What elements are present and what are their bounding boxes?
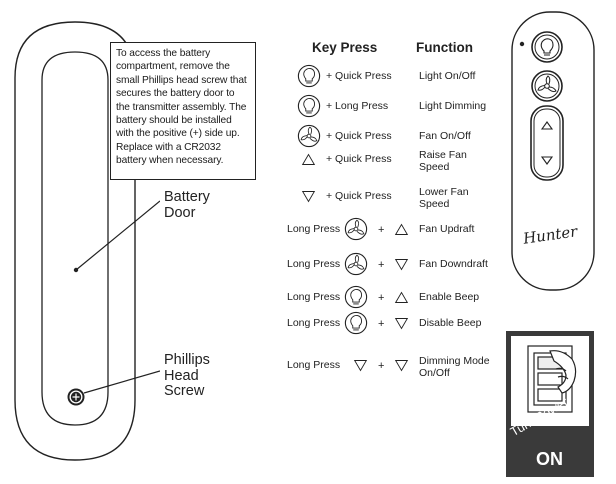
phillips-screw-label: Phillips Head Screw bbox=[164, 352, 210, 399]
turn-power-on-badge: Turn Power ON bbox=[506, 331, 594, 477]
up-triangle-icon bbox=[301, 152, 316, 172]
plus-sign: + bbox=[378, 259, 385, 271]
light-icon bbox=[344, 311, 368, 340]
press-type: + Quick Press bbox=[326, 130, 392, 142]
press-type: + Quick Press bbox=[326, 70, 392, 82]
function-label: Fan Updraft bbox=[419, 223, 475, 235]
battery-door-label: Battery Door bbox=[164, 189, 210, 221]
battery-door-outline bbox=[41, 51, 109, 426]
up-triangle-icon bbox=[394, 290, 409, 310]
plus-sign: + bbox=[378, 292, 385, 304]
badge-on-text: ON bbox=[536, 449, 563, 469]
function-label: Disable Beep bbox=[419, 317, 482, 329]
function-label: Lower Fan Speed bbox=[419, 186, 469, 210]
light-button-icon bbox=[531, 31, 563, 63]
function-label: Dimming Mode On/Off bbox=[419, 355, 490, 379]
press-prefix: Long Press bbox=[287, 258, 341, 270]
function-label: Light Dimming bbox=[419, 100, 487, 112]
up-triangle-icon bbox=[394, 222, 409, 242]
fan-icon bbox=[344, 252, 368, 281]
press-prefix: Long Press bbox=[287, 317, 341, 329]
remote-front-outline bbox=[511, 11, 595, 291]
function-label: Light On/Off bbox=[419, 70, 476, 82]
function-label: Fan Downdraft bbox=[419, 258, 488, 270]
speed-rocker-button bbox=[530, 105, 564, 181]
press-prefix: Long Press bbox=[287, 223, 341, 235]
plus-sign: + bbox=[378, 318, 385, 330]
function-label: Enable Beep bbox=[419, 291, 480, 303]
function-label: Raise Fan Speed bbox=[419, 149, 467, 173]
battery-access-note: To access the battery compartment, remov… bbox=[110, 42, 256, 180]
function-label: Fan On/Off bbox=[419, 130, 471, 142]
down-triangle-icon bbox=[301, 189, 316, 209]
press-type: + Long Press bbox=[326, 100, 389, 112]
light-icon bbox=[297, 94, 321, 123]
fan-icon bbox=[297, 124, 321, 153]
remote-back-illustration bbox=[14, 21, 160, 461]
plus-sign: + bbox=[378, 224, 385, 236]
press-type: + Quick Press bbox=[326, 153, 392, 165]
header-key-press: Key Press bbox=[312, 40, 378, 55]
battery-door-pointer-line bbox=[75, 200, 160, 271]
fan-button-icon bbox=[531, 70, 563, 102]
remote-front-illustration bbox=[511, 11, 595, 291]
down-triangle-icon bbox=[394, 358, 409, 378]
badge-graphic bbox=[506, 331, 594, 477]
wall-switch-icon bbox=[527, 345, 577, 413]
down-triangle-icon bbox=[394, 316, 409, 336]
light-icon bbox=[344, 285, 368, 314]
header-function: Function bbox=[416, 40, 473, 55]
down-triangle-icon bbox=[353, 358, 368, 378]
screw-pointer-line bbox=[83, 370, 160, 394]
screw-icon bbox=[67, 388, 85, 406]
press-type: + Quick Press bbox=[326, 190, 392, 202]
press-prefix: Long Press bbox=[287, 359, 341, 371]
light-icon bbox=[297, 64, 321, 93]
fan-icon bbox=[344, 217, 368, 246]
plus-sign: + bbox=[378, 360, 385, 372]
remote-body-outline bbox=[14, 21, 136, 461]
down-triangle-icon bbox=[394, 257, 409, 277]
press-prefix: Long Press bbox=[287, 291, 341, 303]
